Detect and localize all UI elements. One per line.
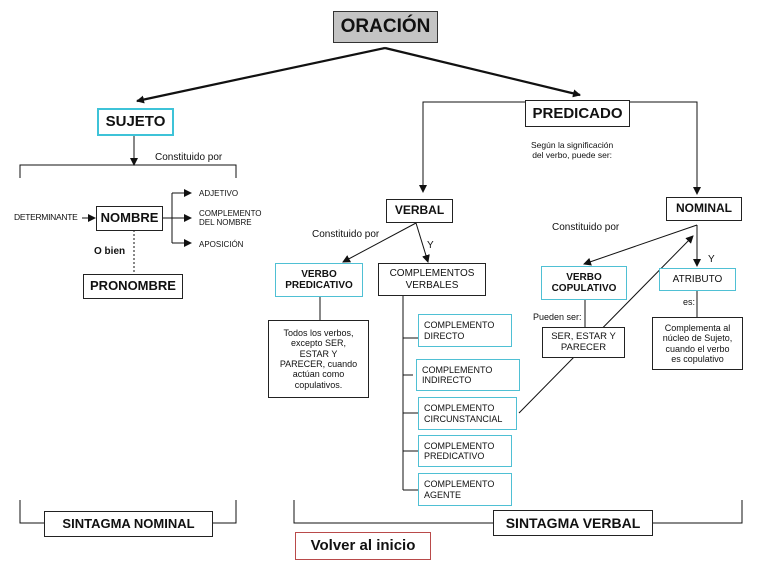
pueden-ser-label: Pueden ser:: [533, 312, 582, 322]
oracion-title: ORACIÓN: [333, 11, 438, 43]
sintagma-verbal-box: SINTAGMA VERBAL: [493, 510, 653, 536]
bracket-nombre: [163, 193, 173, 243]
arrow-nominal-verbo-copulativo: [583, 224, 698, 266]
arrow-oracion-predicado: [384, 46, 581, 98]
nominal-and-label: Y: [708, 254, 715, 265]
arrow-circunstancial-nominal: [518, 235, 694, 414]
modifier-aposicion: APOSICIÓN: [199, 240, 244, 249]
copulative-list-box: SER, ESTAR Y PARECER: [542, 327, 625, 358]
o-bien-label: O bien: [94, 246, 126, 257]
arrow-oracion-sujeto: [136, 46, 386, 104]
complemento-indirecto: COMPLEMENTO INDIRECTO: [416, 359, 520, 391]
arrow-verbal-complementos: [415, 222, 430, 263]
verbal-constituted-label: Constituido por: [312, 229, 380, 240]
complemento-predicativo: COMPLEMENTO PREDICATIVO: [418, 435, 512, 467]
bracket-sujeto: [19, 164, 237, 178]
pronombre-box: PRONOMBRE: [83, 274, 183, 299]
line-predicado-verbal: [419, 101, 525, 193]
complemento-agente: COMPLEMENTO AGENTE: [418, 473, 512, 506]
line-predicado-nominal: [630, 101, 701, 195]
sujeto-box: SUJETO: [97, 108, 174, 136]
verbo-predicativo-box: VERBO PREDICATIVO: [275, 263, 363, 297]
complemento-circunstancial: COMPLEMENTO CIRCUNSTANCIAL: [418, 397, 517, 430]
nombre-box: NOMBRE: [96, 206, 163, 231]
complementos-verbales-box: COMPLEMENTOS VERBALES: [378, 263, 486, 296]
arrow-verbal-verbo-predicativo: [342, 222, 417, 263]
sintagma-nominal-box: SINTAGMA NOMINAL: [44, 511, 213, 537]
verbo-predicativo-note: Todos los verbos, excepto SER, ESTAR Y P…: [268, 320, 369, 398]
bracket-sintagma-nominal: [19, 500, 237, 524]
modifier-complemento-nombre: COMPLEMENTO DEL NOMBRE: [199, 209, 262, 228]
atributo-note: Complementa al núcleo de Sujeto, cuando …: [652, 317, 743, 370]
atributo-box: ATRIBUTO: [659, 268, 736, 291]
predicado-note: Según la significación del verbo, puede …: [531, 140, 614, 160]
sujeto-constituted-label: Constituido por: [155, 152, 223, 163]
modifier-adjetivo: ADJETIVO: [199, 189, 239, 198]
verbo-copulativo-box: VERBO COPULATIVO: [541, 266, 627, 300]
determinante-label: DETERMINANTE: [14, 212, 78, 222]
verbal-and-label: Y: [427, 240, 434, 251]
nominal-box: NOMINAL: [666, 197, 742, 221]
complemento-directo: COMPLEMENTO DIRECTO: [418, 314, 512, 347]
verbal-box: VERBAL: [386, 199, 453, 223]
volver-inicio-link[interactable]: Volver al inicio: [295, 532, 431, 560]
bracket-sintagma-verbal: [293, 500, 743, 524]
predicado-box: PREDICADO: [525, 100, 630, 127]
es-label: es:: [683, 297, 696, 307]
nominal-constituted-label: Constituido por: [552, 222, 620, 233]
